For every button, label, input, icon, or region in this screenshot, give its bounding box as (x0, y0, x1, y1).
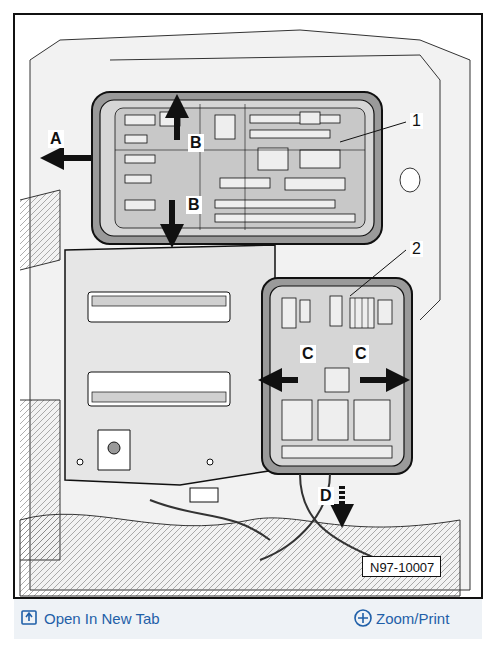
arrow-letter: B (186, 196, 202, 214)
arrow-letter: C (300, 345, 316, 363)
arrow-letter: B (188, 134, 204, 152)
link-text: Open In New Tab (44, 611, 160, 626)
callout-number: 1 (410, 113, 423, 129)
arrow-letter: D (318, 487, 334, 505)
arrow-letter: C (353, 345, 369, 363)
figure-id: N97-10007 (370, 561, 433, 574)
link-text: Zoom/Print (376, 611, 449, 626)
callout-number: 2 (410, 241, 423, 257)
arrow-letter: A (48, 130, 64, 148)
figure-id-box: N97-10007 (362, 556, 441, 577)
